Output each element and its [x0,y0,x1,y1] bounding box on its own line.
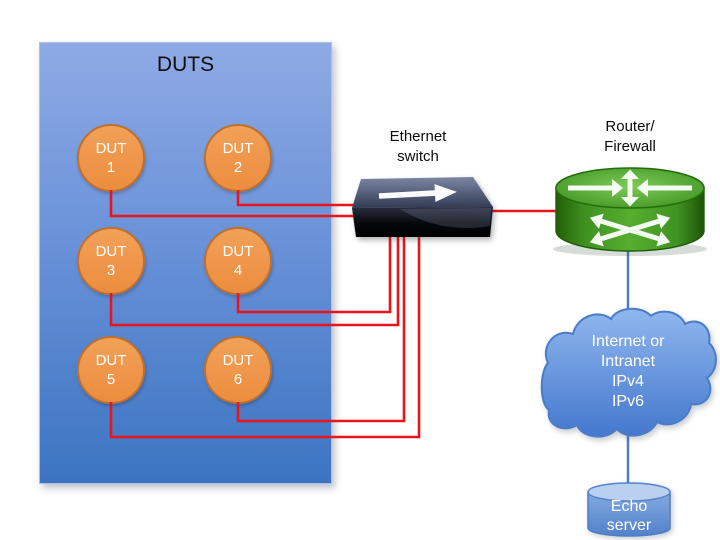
dut-5-number: 5 [106,371,116,388]
dut-3-number: 3 [106,262,116,279]
dut-4-label: DUT [222,243,254,260]
ethernet-switch-label-line1: Ethernet [389,128,447,145]
dut-1-label: DUT [95,140,127,157]
internet-cloud-icon [540,307,717,438]
connection-dut1-switch [109,190,356,218]
router-firewall-label: Router/ Firewall [565,117,695,157]
dut-2-number: 2 [233,159,243,176]
dut-6-number: 6 [233,371,243,388]
ethernet-switch-icon [352,177,493,237]
cloud-label: Internet or Intranet IPv4 IPv6 [558,332,698,412]
echo-server-label-line2: server [606,517,652,534]
echo-server-label: Echo server [586,497,672,535]
dut-2-node: DUT 2 [204,124,272,192]
echo-server-label-line1: Echo [610,498,648,515]
ethernet-switch-label: Ethernet switch [353,127,483,167]
dut-4-number: 4 [233,262,243,279]
cloud-shape [540,307,717,438]
duts-title: DUTS [156,53,215,76]
dut-2-label: DUT [222,140,254,157]
connection-dut5-switch [109,237,421,439]
router-firewall-label-line1: Router/ [605,118,655,135]
cloud-label-line4: IPv6 [611,393,644,410]
cloud-label-line3: IPv4 [611,373,644,390]
dut-connections [109,190,562,439]
cloud-label-line2: Intranet [600,353,656,370]
echo-server-icon [587,482,671,537]
dut-1-number: 1 [106,159,116,176]
dut-6-label: DUT [222,352,254,369]
dut-5-label: DUT [95,352,127,369]
router-firewall-label-line2: Firewall [604,138,656,155]
right-arrow-icon [378,184,457,203]
router-firewall-icon [553,167,707,256]
connection-dut3-switch [109,237,400,327]
connection-dut6-switch [236,237,406,423]
crossed-arrows-icon [568,169,692,250]
connection-dut2-switch [236,190,356,207]
ethernet-switch-label-line2: switch [397,148,439,165]
cloud-label-line1: Internet or [591,333,665,350]
dut-3-node: DUT 3 [77,227,145,295]
dut-3-label: DUT [95,243,127,260]
dut-6-node: DUT 6 [204,336,272,404]
dut-5-node: DUT 5 [77,336,145,404]
connection-dut4-switch [236,237,392,314]
